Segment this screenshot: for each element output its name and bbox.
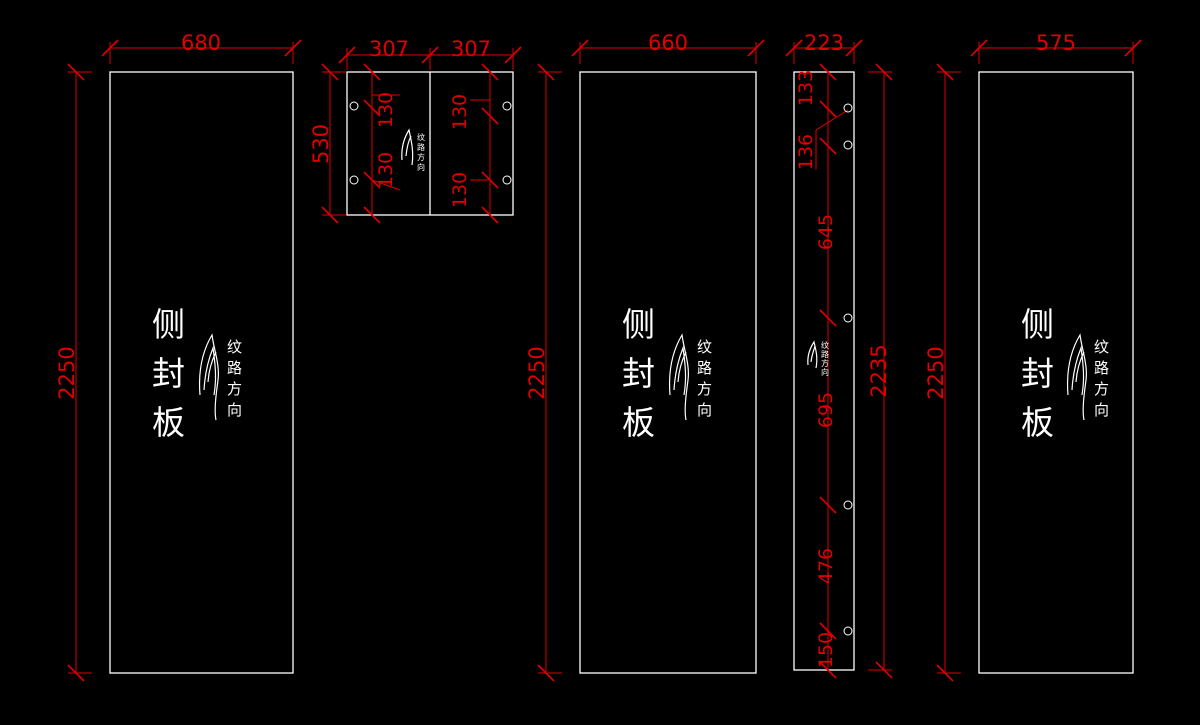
panel-a-outline: [109, 71, 294, 674]
panel-d-segment-5: 476: [815, 548, 837, 584]
panel-d-height-dim: 2235: [867, 344, 891, 397]
hole-marker-icon: [843, 103, 853, 113]
panel-b-right-dim-1: 130: [449, 94, 471, 130]
panel-c-label-3: 板: [622, 403, 655, 442]
panel-b-width-left-dim: 307: [369, 37, 409, 61]
panel-d-segment-4: 695: [815, 392, 837, 428]
panel-d-grain-3: 方: [821, 358, 829, 368]
panel-c-grain-4: 向: [697, 401, 712, 419]
panel-d-segment-3: 645: [815, 214, 837, 250]
grain-direction-icon: [401, 128, 414, 166]
panel-c-width-dim: 660: [648, 31, 688, 55]
hole-marker-icon: [843, 140, 853, 150]
panel-d-grain-2: 路: [821, 349, 829, 359]
panel-c-outline: [579, 71, 757, 674]
panel-c-grain-2: 路: [697, 359, 712, 377]
panel-d-segment-1: 133: [795, 70, 817, 106]
hole-marker-icon: [843, 500, 853, 510]
panel-c-height-dim: 2250: [525, 346, 549, 399]
panel-a-label-3: 板: [152, 403, 185, 442]
panel-a-label-2: 封: [152, 354, 185, 393]
panel-c-grain-1: 纹: [697, 338, 712, 356]
panel-c-grain-3: 方: [697, 380, 712, 398]
panel-e-outline: [978, 71, 1134, 674]
hole-marker-icon: [843, 626, 853, 636]
panel-d: 223 2235 133 136 645 695 476 150 纹 路: [785, 31, 893, 679]
hole-marker-icon: [502, 101, 512, 111]
panel-d-segment-6: 150: [815, 632, 837, 668]
panel-b-grain-2: 路: [417, 142, 425, 152]
panel-d-width-dim: 223: [804, 31, 844, 55]
panel-e-label-1: 侧: [1021, 305, 1054, 344]
hole-marker-icon: [502, 175, 512, 185]
panel-e-width-dim: 575: [1036, 31, 1076, 55]
panel-d-grain-1: 纹: [821, 340, 829, 350]
panel-a-grain-1: 纹: [227, 338, 242, 356]
panel-b-height-dim: 530: [309, 124, 333, 164]
grain-direction-icon: [1066, 333, 1087, 421]
panel-b-grain-4: 向: [417, 162, 425, 172]
panel-e: 575 2250 侧 封 板 纹 路 方 向: [924, 31, 1142, 682]
panel-d-outline: [793, 71, 855, 671]
panel-d-grain-4: 向: [821, 367, 829, 377]
panel-a-grain-3: 方: [227, 380, 242, 398]
panel-b-width-right-dim: 307: [451, 37, 491, 61]
panel-b-grain-1: 纹: [417, 132, 425, 142]
panel-b-left-dim-1: 130: [375, 92, 397, 128]
grain-direction-icon: [198, 333, 219, 421]
hole-marker-icon: [349, 101, 359, 111]
panel-b-grain-3: 方: [417, 152, 425, 162]
panel-a-width-dim: 680: [181, 31, 221, 55]
grain-direction-icon: [807, 340, 818, 369]
panel-e-height-dim: 2250: [924, 346, 948, 399]
panel-e-grain-2: 路: [1094, 359, 1109, 377]
panel-e-grain-3: 方: [1094, 380, 1109, 398]
panel-a-grain-4: 向: [227, 401, 242, 419]
panel-e-label-2: 封: [1021, 354, 1054, 393]
panel-b-left-dim-2: 130: [375, 152, 397, 188]
panel-a-height-dim: 2250: [55, 346, 79, 399]
panel-a-grain-2: 路: [227, 359, 242, 377]
panel-b: 307 307 530 130 130 130 130: [309, 37, 522, 224]
panel-d-segment-2: 136: [795, 134, 817, 170]
panel-a: 680 2250 侧 封 板 纹 路 方 向: [55, 31, 302, 682]
hole-marker-icon: [843, 313, 853, 323]
panel-c: 660 2250 侧 封 板 纹 路 方 向: [525, 31, 765, 682]
panel-e-grain-1: 纹: [1094, 338, 1109, 356]
panel-a-label-1: 侧: [152, 305, 185, 344]
panel-e-grain-4: 向: [1094, 401, 1109, 419]
panel-c-label-2: 封: [622, 354, 655, 393]
panel-b-right-dim-2: 130: [449, 172, 471, 208]
panel-c-label-1: 侧: [622, 305, 655, 344]
hole-marker-icon: [349, 175, 359, 185]
panel-e-label-3: 板: [1021, 403, 1054, 442]
grain-direction-icon: [668, 333, 689, 421]
